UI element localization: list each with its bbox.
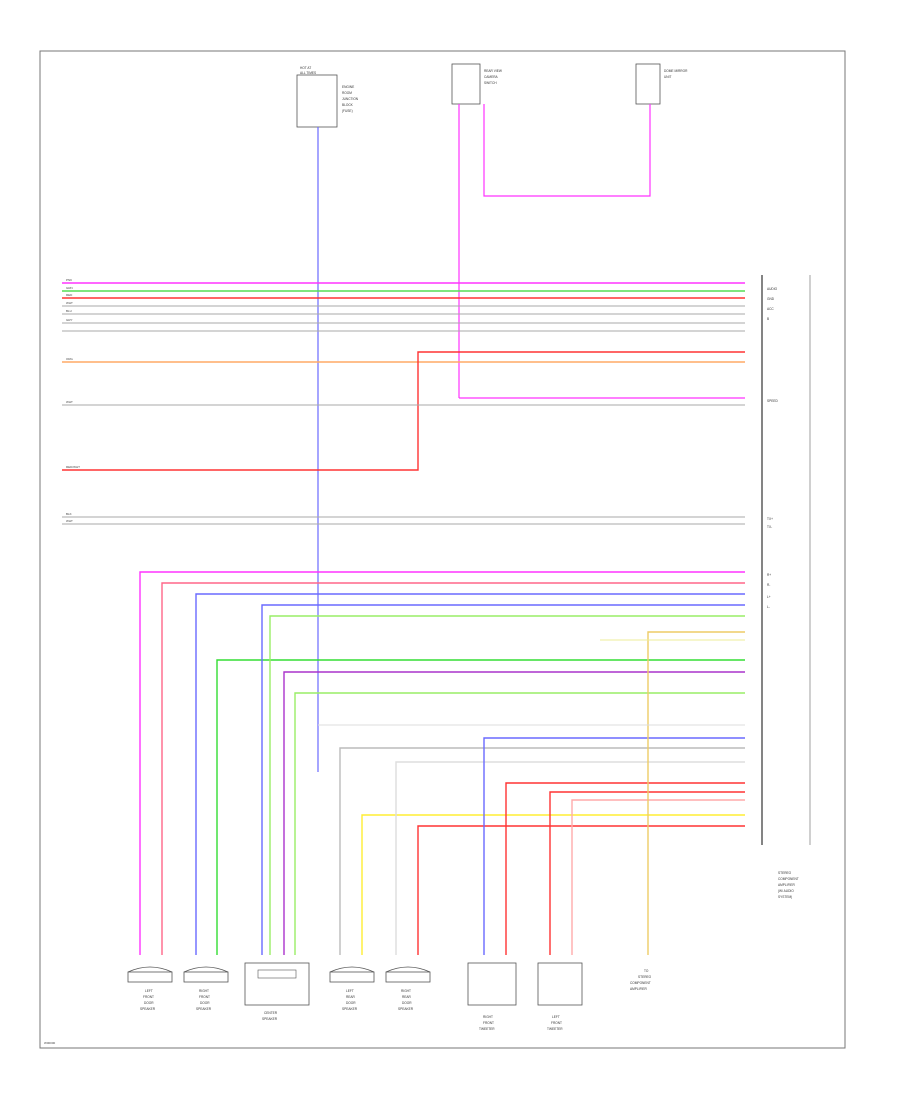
- speaker-wires: [139, 571, 745, 955]
- bottom-components: LEFT FRONT DOOR SPEAKER RIGHT FRONT DOOR…: [127, 962, 652, 1031]
- main-unit-line-1: STEREO: [778, 871, 792, 875]
- left-labels: PNK GRN RED WHT BLU GRY ORG WHT RED/WHT …: [66, 278, 80, 523]
- camera-label-3: SWITCH: [484, 81, 497, 85]
- right-label-7: L+: [767, 595, 771, 599]
- left-label-6: GRY: [66, 318, 72, 322]
- camera-label-2: CAMERA: [484, 75, 499, 79]
- left-label-11: WHT: [66, 519, 73, 523]
- fuse-desc-5: (FUSE): [342, 109, 353, 113]
- main-unit-line-2: COMPONENT: [778, 877, 799, 881]
- right-front-tweeter: RIGHT FRONT TWEETER: [467, 962, 517, 1031]
- right-front-door-speaker: RIGHT FRONT DOOR SPEAKER: [183, 966, 229, 1011]
- center-speaker: CENTER SPEAKER: [244, 962, 310, 1021]
- fuse-desc-2: ROOM: [342, 91, 352, 95]
- rr-speaker-1: RIGHT: [401, 989, 411, 993]
- rf-tweeter-1: RIGHT: [483, 1015, 493, 1019]
- right-label-2: GND: [767, 297, 775, 301]
- center-speaker-2: SPEAKER: [262, 1017, 278, 1021]
- center-speaker-1: CENTER: [264, 1011, 278, 1015]
- right-label-9: SPEED: [767, 399, 779, 403]
- main-unit-connector: AUDIO GND ACC B R+ R- L+ L- SPEED TX+ TX…: [761, 275, 811, 899]
- lr-speaker-2: REAR: [346, 995, 356, 999]
- left-label-2: GRN: [66, 286, 73, 290]
- lf-tweeter-1: LEFT: [552, 1015, 560, 1019]
- mirror-label-2: UNIT: [664, 75, 671, 79]
- fuse-desc-4: BLOCK: [342, 103, 354, 107]
- left-label-5: BLU: [66, 309, 72, 313]
- rf-tweeter-3: TWEETER: [479, 1027, 495, 1031]
- left-label-8: WHT: [66, 400, 73, 404]
- rf-speaker-2: FRONT: [199, 995, 210, 999]
- left-label-4: WHT: [66, 301, 73, 305]
- main-unit-line-5: SYSTEM): [778, 895, 792, 899]
- left-front-door-speaker: LEFT FRONT DOOR SPEAKER: [127, 966, 173, 1011]
- main-unit-line-3: AMPLIFIER: [778, 883, 796, 887]
- camera-label-1: REAR VIEW: [484, 69, 502, 73]
- rf-speaker-4: SPEAKER: [196, 1007, 212, 1011]
- ground-4: AMPLIFIER: [630, 987, 648, 991]
- diagram-frame: [39, 50, 846, 1049]
- footer-code: W00000: [44, 1041, 56, 1045]
- right-label-1: AUDIO: [767, 287, 778, 291]
- lr-speaker-3: DOOR: [346, 1001, 356, 1005]
- rr-speaker-3: DOOR: [402, 1001, 412, 1005]
- lf-speaker-2: FRONT: [143, 995, 154, 999]
- lf-speaker-4: SPEAKER: [140, 1007, 156, 1011]
- dome-mirror: DOME MIRROR UNIT: [635, 63, 688, 105]
- rr-speaker-4: SPEAKER: [398, 1007, 414, 1011]
- main-unit-line-4: (W/ AUDIO: [778, 889, 794, 893]
- mirror-label-1: DOME MIRROR: [664, 69, 688, 73]
- right-label-5: R+: [767, 573, 771, 577]
- rf-speaker-3: DOOR: [200, 1001, 210, 1005]
- right-rear-door-speaker: RIGHT REAR DOOR SPEAKER: [385, 966, 431, 1011]
- lf-tweeter-3: TWEETER: [547, 1027, 563, 1031]
- top-feed-wires: [317, 104, 745, 772]
- right-label-6: R-: [767, 583, 770, 587]
- left-label-1: PNK: [66, 278, 72, 282]
- ground-3: COMPONENT: [630, 981, 651, 985]
- fuse-desc-3: JUNCTION: [342, 97, 359, 101]
- rf-tweeter-2: FRONT: [483, 1021, 494, 1025]
- left-label-3: RED: [66, 293, 73, 297]
- fuse-label-2: ALL TIMES: [300, 71, 316, 75]
- left-rear-door-speaker: LEFT REAR DOOR SPEAKER: [329, 966, 375, 1011]
- fuse-block: HOT AT ALL TIMES ENGINE ROOM JUNCTION BL…: [296, 66, 359, 128]
- camera-switch: REAR VIEW CAMERA SWITCH: [451, 63, 502, 105]
- rf-speaker-1: RIGHT: [199, 989, 209, 993]
- lf-speaker-1: LEFT: [145, 989, 153, 993]
- lr-speaker-4: SPEAKER: [342, 1007, 358, 1011]
- right-label-10: TX+: [767, 517, 773, 521]
- left-front-tweeter: LEFT FRONT TWEETER: [537, 962, 583, 1031]
- right-label-11: TX-: [767, 525, 772, 529]
- ground-2: STEREO: [638, 975, 652, 979]
- right-label-3: ACC: [767, 307, 774, 311]
- bus-wires: [62, 282, 745, 525]
- fuse-label-1: HOT AT: [300, 66, 311, 70]
- right-label-4: B: [767, 317, 769, 321]
- left-label-7: ORG: [66, 357, 74, 361]
- ground-1: TO: [644, 969, 649, 973]
- lr-speaker-1: LEFT: [346, 989, 354, 993]
- left-label-10: BLK: [66, 512, 72, 516]
- fuse-desc-1: ENGINE: [342, 85, 354, 89]
- lf-tweeter-2: FRONT: [551, 1021, 562, 1025]
- right-label-8: L-: [767, 605, 770, 609]
- ground-reference: TO STEREO COMPONENT AMPLIFIER: [630, 969, 652, 991]
- left-label-9: RED/WHT: [66, 465, 80, 469]
- lf-speaker-3: DOOR: [144, 1001, 154, 1005]
- rr-speaker-2: REAR: [402, 995, 412, 999]
